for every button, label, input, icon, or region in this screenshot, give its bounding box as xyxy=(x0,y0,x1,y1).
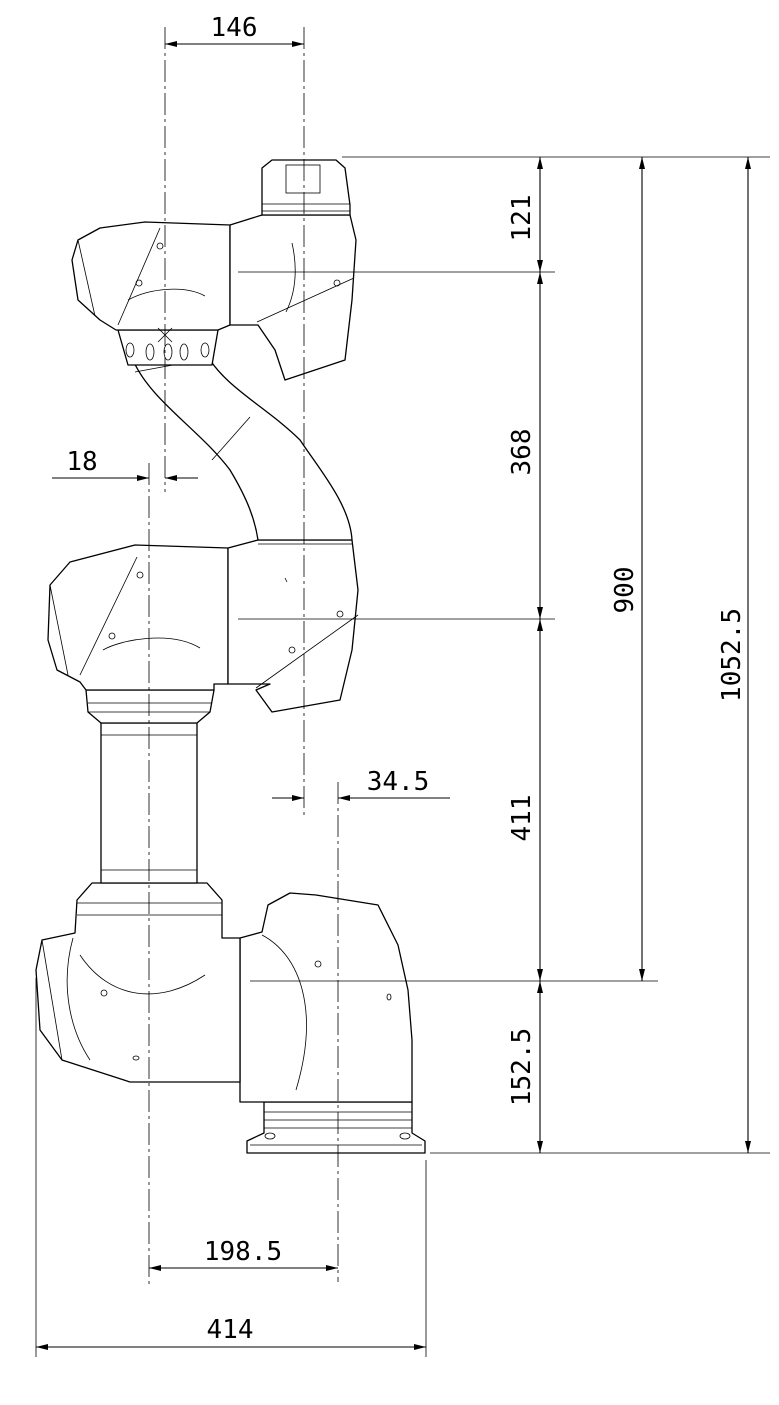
shoulder-housing xyxy=(239,892,413,1103)
robot-arm-outline xyxy=(35,159,426,1154)
dim-label-414: 414 xyxy=(207,1315,254,1345)
dim-label-900: 900 xyxy=(610,567,640,614)
dim-label-368: 368 xyxy=(507,429,537,476)
wrist-cover xyxy=(229,214,357,381)
dim-label-18: 18 xyxy=(66,447,97,477)
tool-flange xyxy=(261,159,351,216)
wrist-ring xyxy=(117,329,219,366)
elbow-cover xyxy=(227,539,359,713)
base-flange xyxy=(246,1101,426,1154)
dimension-labels: 146 121 368 18 411 900 1052.5 34.5 152.5… xyxy=(66,13,747,1345)
dim-label-146: 146 xyxy=(211,13,258,43)
dim-label-121: 121 xyxy=(507,195,537,242)
extension-lines xyxy=(35,156,770,1357)
dim-label-198-5: 198.5 xyxy=(204,1237,282,1267)
elbow-ring xyxy=(85,689,215,724)
dim-label-1052-5: 1052.5 xyxy=(717,608,747,702)
dim-label-152-5: 152.5 xyxy=(507,1028,537,1106)
dim-label-411: 411 xyxy=(507,795,537,842)
axis-lines xyxy=(148,27,339,1285)
elbow-body xyxy=(47,544,229,691)
dim-label-34-5: 34.5 xyxy=(367,767,430,797)
wrist-body xyxy=(71,221,231,331)
lower-body xyxy=(35,882,241,1083)
dimension-lines xyxy=(36,41,751,1350)
